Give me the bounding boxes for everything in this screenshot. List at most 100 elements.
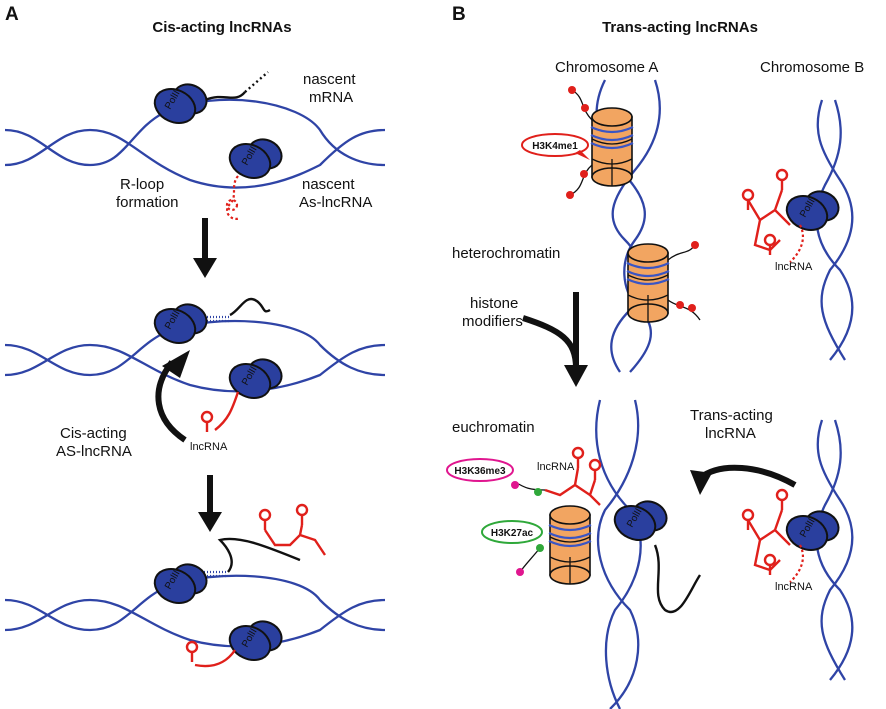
panel-a-letter: A: [5, 4, 19, 25]
acetyl-mark: [536, 544, 544, 552]
panel-a-title: Cis-acting lncRNAs: [152, 19, 291, 36]
panel-b-letter: B: [452, 4, 466, 25]
label-nascent-as-2: As-lncRNA: [299, 194, 372, 211]
as-lncrna-loop: [225, 198, 239, 212]
methyl-mark: [566, 191, 574, 199]
h3k27ac-label: H3K27ac: [491, 528, 534, 539]
methyl-mark: [676, 301, 684, 309]
polii-complex: [223, 133, 288, 186]
dna-strand: [815, 99, 854, 361]
label-heterochromatin: heterochromatin: [452, 245, 560, 262]
label-rloop-1: R-loop: [120, 176, 164, 193]
label-lncrna-euchromatin: lncRNA: [537, 461, 575, 473]
label-histone-modifiers-1: histone: [470, 295, 518, 312]
lncrna-hairpin: [763, 553, 777, 577]
label-chromosome-b: Chromosome B: [760, 59, 864, 76]
chromosome-b: PolII lncRNA: [741, 99, 854, 361]
nascent-as-lncrna-dotted: [225, 175, 241, 220]
label-euchromatin: euchromatin: [452, 419, 535, 436]
nascent-mrna-dashed: [244, 71, 269, 93]
lncrna-hairpin: [200, 410, 214, 434]
h3k4me1-pointer: [575, 150, 590, 160]
arrow-trans-acting: [690, 464, 797, 495]
lncrna-hairpin: [571, 446, 585, 470]
lncrna-hairpin: [588, 458, 602, 482]
dna-strand-bottom: [4, 598, 386, 648]
stage-1-rloop: PolII PolII nascent mRNA R-loop formatio…: [4, 71, 386, 220]
label-nascent-mrna-2: mRNA: [309, 89, 353, 106]
dna-strand: [815, 419, 854, 681]
mrna-strand: [217, 537, 301, 573]
polii-complex: [223, 615, 288, 668]
label-chromosome-a: Chromosome A: [555, 59, 658, 76]
polii-complex: [223, 353, 288, 406]
lncrna-hairpin: [185, 640, 199, 664]
h3k4me1-label: H3K4me1: [532, 141, 578, 152]
label-lncrna-bottom: lncRNA: [775, 581, 813, 593]
panel-b: B Trans-acting lncRNAs Chromosome A Chro…: [446, 4, 864, 709]
rna-dna-hybrid: [198, 315, 230, 323]
dna-strand-bottom: [4, 128, 386, 189]
methyl-mark: [691, 241, 699, 249]
label-nascent-mrna-1: nascent: [303, 71, 356, 88]
lncrna-hairpin: [775, 168, 789, 192]
h3k36me3-bubble: [446, 458, 514, 482]
methyl-mark: [568, 86, 576, 94]
lncrna-strand: [194, 649, 236, 668]
label-lncrna-a: lncRNA: [190, 441, 228, 453]
methyl-mark: [511, 481, 519, 489]
label-trans-acting-2: lncRNA: [705, 425, 756, 442]
methyl-mark: [516, 568, 524, 576]
lncrna-hairpin: [775, 488, 789, 512]
chromosome-b-bottom: PolII lncRNA: [741, 419, 854, 681]
stage-3: PolII PolII: [4, 503, 386, 668]
histone-tail: [514, 481, 546, 491]
methyl-mark: [581, 104, 589, 112]
mrna-strand: [653, 544, 701, 614]
polii-complex: [148, 558, 213, 611]
label-trans-acting-1: Trans-acting: [690, 407, 773, 424]
dna-strand: [597, 399, 640, 709]
label-cis-acting-1: Cis-acting: [60, 425, 127, 442]
acetyl-mark: [534, 488, 542, 496]
curved-arrow-head: [162, 350, 190, 378]
histone-tail: [569, 164, 593, 196]
nucleosome: [547, 504, 593, 586]
curved-arrow: [155, 360, 187, 443]
arrow-down-2: [198, 475, 222, 532]
lncrna-body: [746, 189, 791, 252]
histone-tail: [571, 89, 593, 121]
panel-a: A Cis-acting lncRNAs PolII PolII nascent…: [4, 4, 386, 668]
label-rloop-2: formation: [116, 194, 179, 211]
lncrna-dotted: [789, 224, 805, 263]
histone-tail: [667, 299, 701, 321]
dna-strand-bottom: [4, 343, 386, 393]
dna-strand: [595, 399, 642, 709]
label-histone-modifiers-2: modifiers: [462, 313, 523, 330]
nascent-mrna-strand: [204, 91, 246, 102]
methyl-mark: [580, 170, 588, 178]
arrow-down-1: [193, 218, 217, 278]
chromosome-a-heterochromatin: H3K4me1: [521, 79, 701, 373]
panel-b-title: Trans-acting lncRNAs: [602, 19, 758, 36]
methyl-mark: [688, 304, 696, 312]
polii-complex: [148, 78, 213, 131]
histone-tail: [519, 547, 541, 573]
h3k4me1-bubble: [521, 133, 589, 157]
lncrna-body: [746, 509, 791, 572]
mrna-strand: [229, 297, 271, 317]
polii-complex: [148, 298, 213, 351]
polii-complex: [608, 495, 673, 548]
stage-2-cis-acting: PolII PolII lncRNA Cis-acting AS-lncRNA: [4, 297, 386, 460]
label-lncrna-chrom-b: lncRNA: [775, 261, 813, 273]
arrow-down-merge: [522, 292, 588, 387]
chromosome-euchromatin: lncRNA PolII H3K36me3 H3K27ac: [446, 399, 701, 709]
lncrna-dotted: [789, 544, 805, 583]
lncrna-body: [544, 467, 601, 506]
histone-tail: [667, 244, 696, 261]
nucleosome: [625, 242, 671, 324]
label-cis-acting-2: AS-lncRNA: [56, 443, 132, 460]
lncrna-hairpin: [295, 503, 309, 527]
lncrna-hairpin: [258, 508, 272, 532]
